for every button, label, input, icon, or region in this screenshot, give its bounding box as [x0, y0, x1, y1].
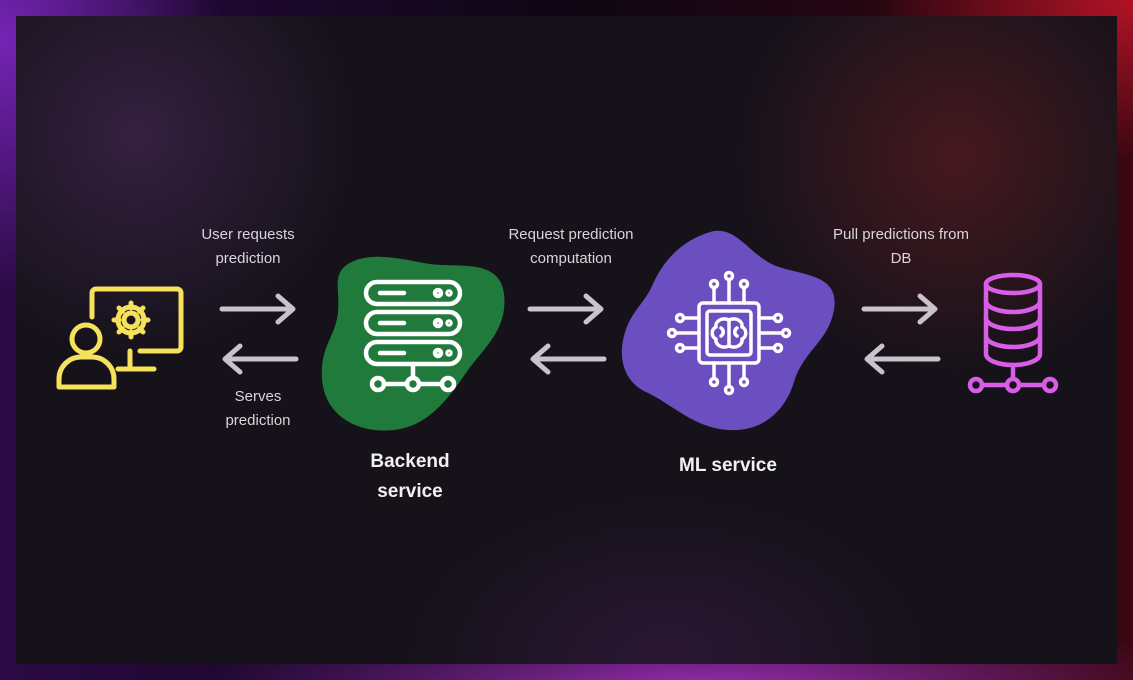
arrow-right-user-to-backend: [219, 293, 296, 325]
edge-label-line: Pull predictions from: [833, 226, 969, 243]
arrow-left-backend-to-user: [222, 343, 299, 375]
user-monitor-gear-icon: [56, 286, 184, 390]
edge-label-request-prediction: Request prediction computation: [491, 223, 651, 271]
title-line: Backend: [370, 451, 450, 472]
edge-label-line: prediction: [215, 250, 281, 267]
arrow-right-backend-to-ml: [527, 293, 604, 325]
ai-chip-brain-icon: [666, 270, 792, 396]
arrow-left-ml-to-backend: [530, 343, 607, 375]
ml-service-title: ML service: [679, 455, 777, 476]
edge-label-pull-predictions: Pull predictions from DB: [816, 223, 986, 271]
arrow-right-ml-to-db: [861, 293, 938, 325]
database-icon: [967, 272, 1059, 394]
edge-label-line: prediction: [225, 412, 291, 429]
title-line: service: [377, 481, 443, 502]
backend-service-title: Backend service: [340, 447, 480, 507]
edge-label-line: Request prediction: [508, 226, 634, 243]
edge-label-line: Serves: [234, 388, 282, 405]
edge-label-user-requests: User requests prediction: [178, 223, 318, 271]
server-rack-icon: [363, 279, 463, 393]
edge-label-line: User requests: [201, 226, 295, 243]
arrow-left-db-to-ml: [864, 343, 941, 375]
edge-label-line: computation: [530, 250, 612, 267]
diagram-panel: [16, 16, 1117, 664]
edge-label-line: DB: [890, 250, 912, 267]
edge-label-serves-prediction: Serves prediction: [188, 385, 328, 433]
